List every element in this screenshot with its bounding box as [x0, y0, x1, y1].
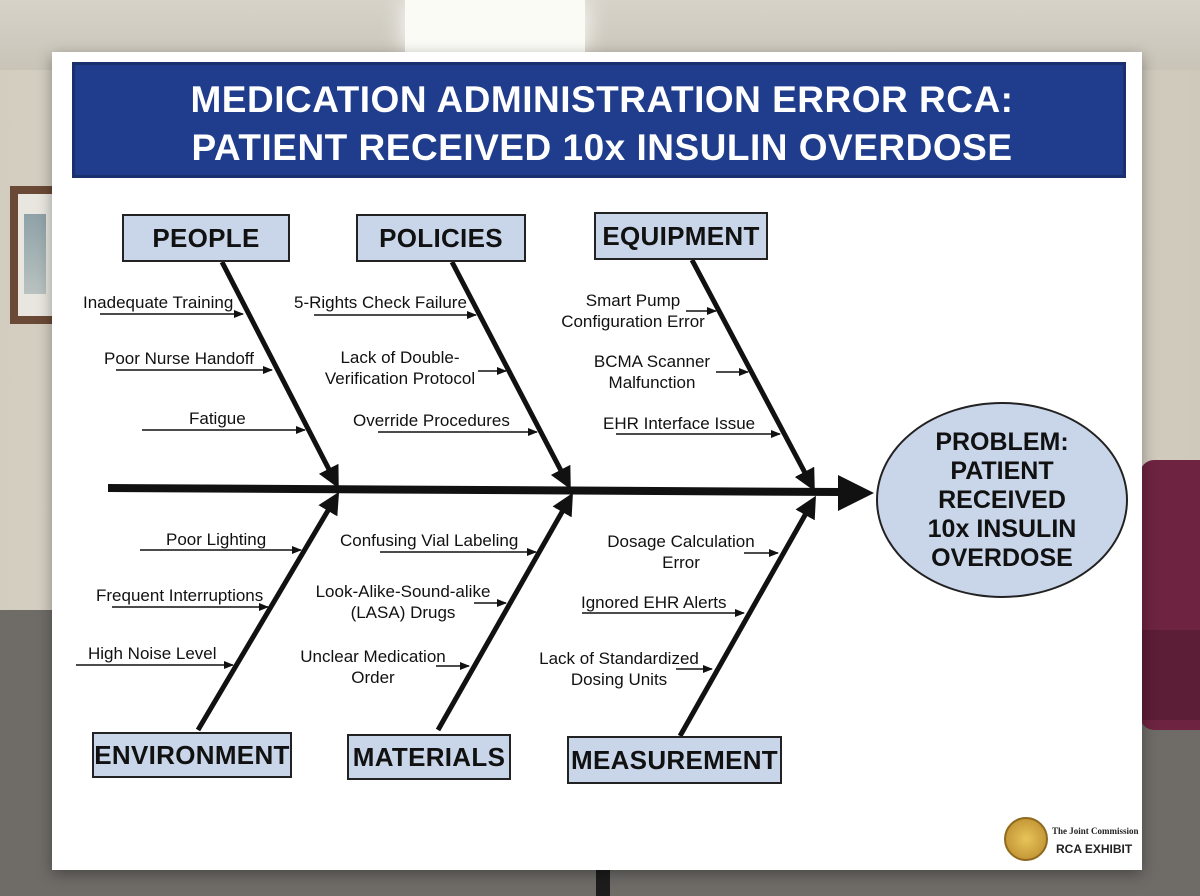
- cause-inadequate-training: Inadequate Training: [83, 292, 233, 313]
- cause-line: BCMA Scanner: [590, 351, 714, 372]
- problem-line: 10x INSULIN: [928, 515, 1077, 544]
- seal-organization: The Joint Commission: [1052, 826, 1139, 836]
- cause-line: Malfunction: [590, 372, 714, 393]
- cause-5-rights-check-failure: 5-Rights Check Failure: [294, 292, 467, 313]
- problem-line: PATIENT: [950, 457, 1053, 486]
- problem-line: PROBLEM:: [935, 428, 1068, 457]
- cause-line: Look-Alike-Sound-alike: [308, 581, 498, 602]
- cause-high-noise-level: High Noise Level: [88, 643, 217, 664]
- category-environment: ENVIRONMENT: [92, 732, 292, 778]
- seal-label: RCA EXHIBIT: [1056, 842, 1132, 856]
- cause-line: Dosage Calculation: [598, 531, 764, 552]
- cause-line: Lack of Double-: [320, 347, 480, 368]
- joint-commission-seal-icon: [1004, 817, 1048, 861]
- problem-line: OVERDOSE: [931, 544, 1073, 573]
- cause-line: Error: [598, 552, 764, 573]
- cause-line: Verification Protocol: [320, 368, 480, 389]
- cause-line: Unclear Medication: [296, 646, 450, 667]
- cause-lack-of-standardized-units: Lack of Standardized Dosing Units: [532, 648, 706, 690]
- cause-frequent-interruptions: Frequent Interruptions: [96, 585, 263, 606]
- cause-smart-pump: Smart Pump Configuration Error: [540, 290, 726, 332]
- cause-override-procedures: Override Procedures: [353, 410, 510, 431]
- problem-line: RECEIVED: [938, 486, 1066, 515]
- cause-bcma-scanner: BCMA Scanner Malfunction: [590, 351, 714, 393]
- cause-poor-lighting: Poor Lighting: [166, 529, 266, 550]
- category-measurement: MEASUREMENT: [567, 736, 782, 784]
- cause-line: Smart Pump: [540, 290, 726, 311]
- cause-line: Lack of Standardized: [532, 648, 706, 669]
- cause-ehr-interface-issue: EHR Interface Issue: [603, 413, 755, 434]
- cause-line: (LASA) Drugs: [308, 602, 498, 623]
- cause-line: Dosing Units: [532, 669, 706, 690]
- problem-statement: PROBLEM: PATIENT RECEIVED 10x INSULIN OV…: [876, 402, 1128, 598]
- cause-line: Configuration Error: [540, 311, 726, 332]
- category-people: PEOPLE: [122, 214, 290, 262]
- spine-arrowhead: [838, 475, 874, 511]
- cause-ignored-ehr-alerts: Ignored EHR Alerts: [581, 592, 727, 613]
- category-materials: MATERIALS: [347, 734, 511, 780]
- cause-double-verification: Lack of Double- Verification Protocol: [320, 347, 480, 389]
- cause-unclear-medication-order: Unclear Medication Order: [296, 646, 450, 688]
- cause-lasa-drugs: Look-Alike-Sound-alike (LASA) Drugs: [308, 581, 498, 623]
- spine-line: [108, 488, 842, 492]
- cause-line: Order: [296, 667, 450, 688]
- category-policies: POLICIES: [356, 214, 526, 262]
- cause-poor-nurse-handoff: Poor Nurse Handoff: [104, 348, 254, 369]
- cause-dosage-calculation-error: Dosage Calculation Error: [598, 531, 764, 573]
- cause-confusing-vial-labeling: Confusing Vial Labeling: [340, 530, 518, 551]
- category-equipment: EQUIPMENT: [594, 212, 768, 260]
- cause-fatigue: Fatigue: [189, 408, 246, 429]
